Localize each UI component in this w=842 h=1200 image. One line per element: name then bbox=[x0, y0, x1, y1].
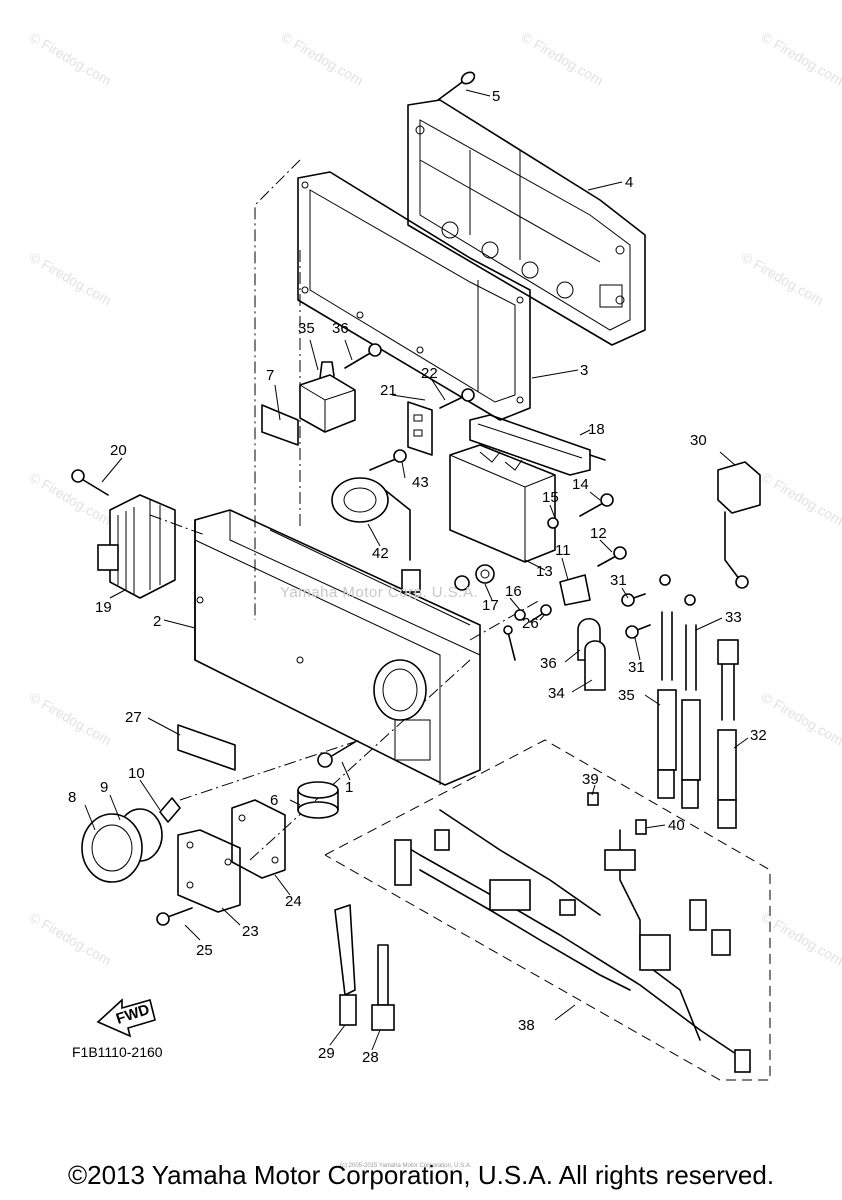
pickup-coil-part-42 bbox=[331, 477, 421, 593]
fwd-arrow: FWD bbox=[96, 998, 156, 1038]
callout-31a: 31 bbox=[610, 572, 627, 589]
callout-41: 40 bbox=[668, 817, 685, 834]
diagram-code: F1B1110-2160 bbox=[72, 1044, 163, 1060]
watermark-text: © Firedog.com bbox=[739, 249, 827, 309]
callout-11: 11 bbox=[555, 542, 571, 559]
callout-24: 24 bbox=[285, 893, 302, 910]
callout-16: 16 bbox=[505, 583, 522, 600]
grommet-part-6 bbox=[297, 781, 339, 819]
callout-1: 1 bbox=[345, 779, 353, 796]
callout-43: 43 bbox=[412, 474, 429, 491]
plug-leads-group bbox=[577, 574, 739, 829]
callout-25: 25 bbox=[196, 942, 213, 959]
cable-ties-parts-28-29 bbox=[334, 904, 395, 1031]
callout-28: 28 bbox=[362, 1049, 379, 1066]
callout-7: 7 bbox=[266, 367, 274, 384]
screw-part-22 bbox=[439, 388, 475, 409]
callout-23: 23 bbox=[242, 923, 259, 940]
callout-6: 6 bbox=[270, 792, 278, 809]
watermark-text: © Firedog.com bbox=[759, 29, 842, 89]
ignition-coil-part-30 bbox=[717, 461, 761, 589]
callout-17: 17 bbox=[482, 597, 499, 614]
callout-18: 18 bbox=[588, 421, 605, 438]
callout-numbers: 5 4 3 7 35 36 21 22 18 20 43 42 15 14 12… bbox=[68, 88, 767, 1066]
screw-part-43 bbox=[369, 449, 407, 471]
screw-part-20 bbox=[71, 469, 109, 496]
watermark-text: © Firedog.com bbox=[27, 469, 115, 529]
callout-19: 19 bbox=[95, 599, 112, 616]
callout-34: 34 bbox=[548, 685, 565, 702]
small-hardware-group bbox=[454, 493, 627, 661]
callout-2: 2 bbox=[153, 613, 161, 630]
callout-40: 39 bbox=[582, 771, 599, 788]
callout-31b: 31 bbox=[628, 659, 645, 676]
watermark-text: © Firedog.com bbox=[27, 689, 115, 749]
center-watermark: Yamaha Motor Corp. U.S.A. bbox=[280, 584, 479, 601]
callout-8: 8 bbox=[68, 789, 76, 806]
cap-parts-8-9-10 bbox=[81, 797, 181, 883]
callout-20: 20 bbox=[110, 442, 127, 459]
bolt-part-1 bbox=[317, 741, 356, 768]
electrical-box-part-2 bbox=[194, 509, 481, 786]
tiny-copyright: (c) 2005-2015 Yamaha Motor Corporation, … bbox=[340, 1163, 472, 1169]
callout-13: 13 bbox=[536, 563, 553, 580]
callout-29: 29 bbox=[318, 1045, 335, 1062]
callout-21: 21 bbox=[380, 382, 397, 399]
callout-42: 42 bbox=[372, 545, 389, 562]
callout-37: 35 bbox=[298, 320, 315, 337]
plate-part-23 bbox=[177, 829, 241, 913]
callout-36: 36 bbox=[540, 655, 557, 672]
callout-38: 36 bbox=[332, 320, 349, 337]
bracket-part-21 bbox=[407, 401, 433, 456]
plate-part-24 bbox=[231, 799, 286, 879]
callout-27: 27 bbox=[125, 709, 142, 726]
watermark-text: © Firedog.com bbox=[759, 689, 842, 749]
callout-5: 5 bbox=[492, 88, 500, 105]
callout-leaders bbox=[84, 89, 749, 1051]
callout-4: 4 bbox=[625, 174, 633, 191]
callout-22: 22 bbox=[421, 365, 438, 382]
screw-part-5 bbox=[437, 71, 476, 101]
callout-33: 33 bbox=[725, 609, 742, 626]
wire-harness-part-39 bbox=[324, 739, 771, 1081]
pad-part-7 bbox=[261, 404, 299, 446]
gasket-part-3 bbox=[297, 171, 531, 421]
screw-part-38 bbox=[344, 343, 382, 369]
watermark-text: © Firedog.com bbox=[759, 909, 842, 969]
label-part-27 bbox=[177, 724, 236, 771]
callout-14: 14 bbox=[572, 476, 589, 493]
callout-9: 9 bbox=[100, 779, 108, 796]
callout-32: 32 bbox=[750, 727, 767, 744]
watermark-text: © Firedog.com bbox=[27, 29, 115, 89]
screw-part-25 bbox=[156, 907, 193, 926]
rectifier-part-19 bbox=[97, 494, 176, 599]
callout-10: 10 bbox=[128, 765, 145, 782]
watermark-text: © Firedog.com bbox=[27, 909, 115, 969]
callout-39: 38 bbox=[518, 1017, 535, 1034]
callout-35: 35 bbox=[618, 687, 635, 704]
cdi-unit-part-13 bbox=[449, 444, 556, 563]
copyright-footer: ©2013 Yamaha Motor Corporation, U.S.A. A… bbox=[67, 1160, 775, 1190]
cover-part-4 bbox=[407, 99, 646, 346]
watermark-text: © Firedog.com bbox=[519, 29, 607, 89]
callout-12: 12 bbox=[590, 525, 607, 542]
watermark-text: © Firedog.com bbox=[759, 469, 842, 529]
band-part-18 bbox=[469, 414, 606, 476]
callout-30: 30 bbox=[690, 432, 707, 449]
callout-3: 3 bbox=[580, 362, 588, 379]
callout-26: 26 bbox=[522, 615, 539, 632]
relay-part-37 bbox=[299, 361, 356, 433]
watermark-text: © Firedog.com bbox=[27, 249, 115, 309]
callout-15: 15 bbox=[542, 489, 559, 506]
watermark-text: © Firedog.com bbox=[279, 29, 367, 89]
